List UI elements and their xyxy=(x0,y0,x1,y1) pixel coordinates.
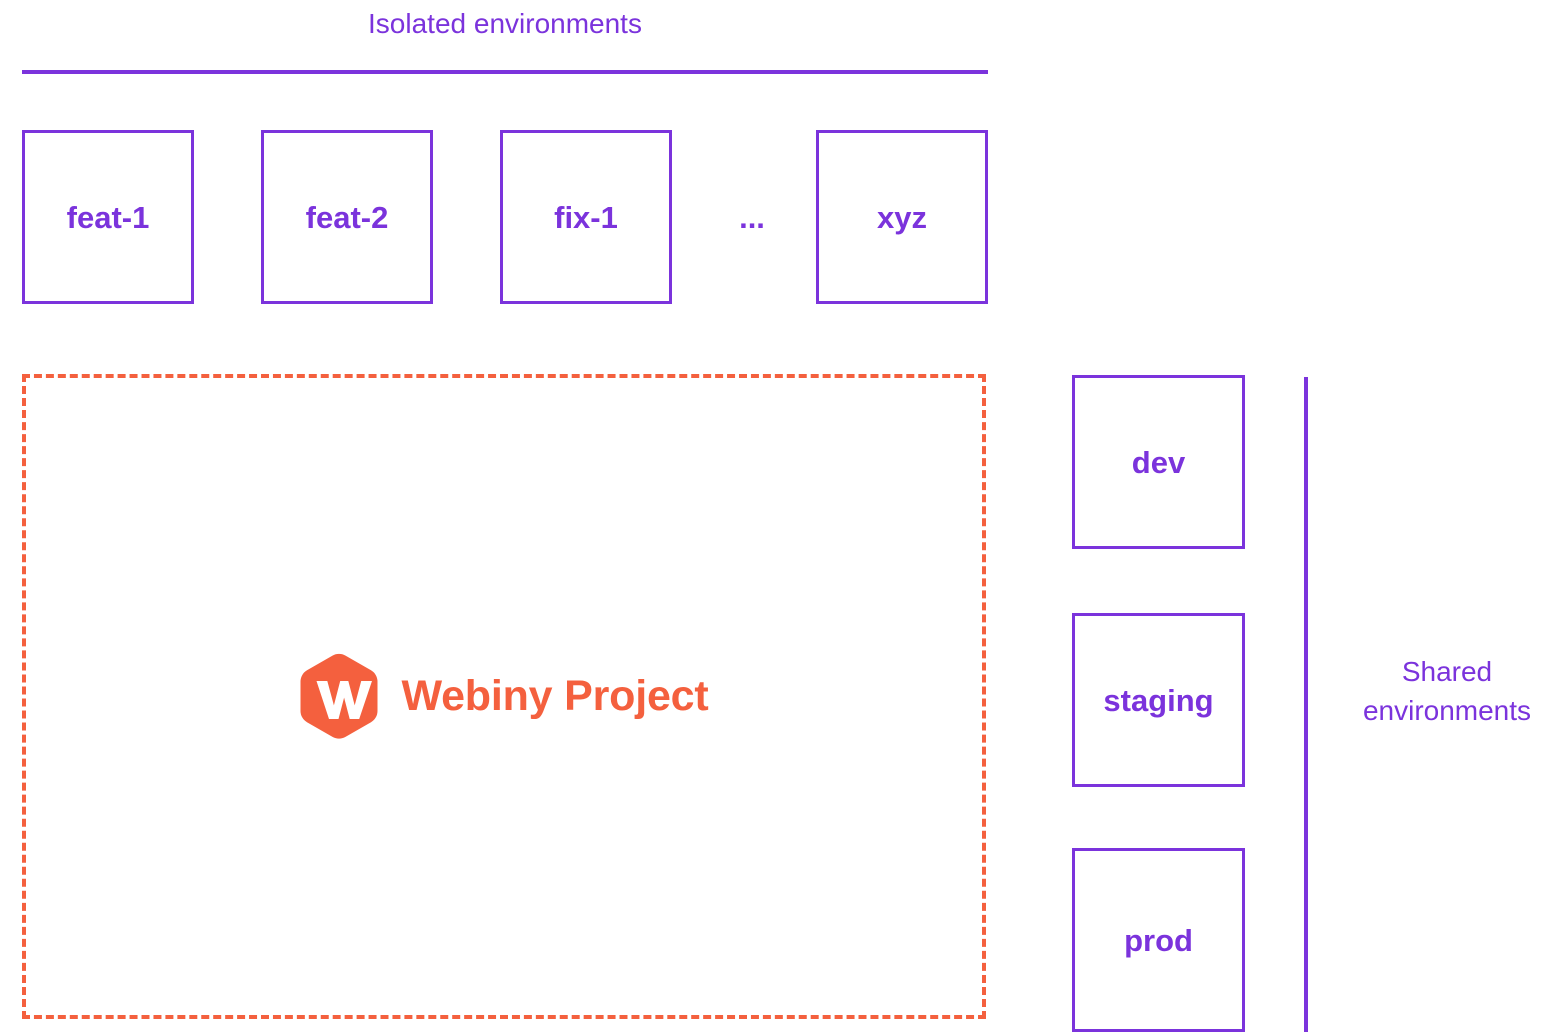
isolated-env-box-xyz: xyz xyxy=(816,130,988,304)
shared-caption-line-2: environments xyxy=(1362,695,1532,726)
shared-env-box-staging: staging xyxy=(1072,613,1245,787)
shared-environments-divider xyxy=(1304,377,1308,1032)
isolated-env-box-feat-1: feat-1 xyxy=(22,130,194,304)
shared-env-box-prod: prod xyxy=(1072,848,1245,1032)
webiny-project-name: Webiny Project xyxy=(401,672,709,720)
shared-environments-caption: Shared environments xyxy=(1330,652,1564,730)
webiny-project-region: Webiny Project xyxy=(22,374,986,1019)
webiny-logo-icon xyxy=(299,653,379,741)
isolated-env-label: xyz xyxy=(877,199,927,235)
shared-caption-line-1: Shared xyxy=(1401,656,1493,687)
isolated-env-ellipsis: ... xyxy=(739,199,765,235)
isolated-env-label: feat-1 xyxy=(66,199,150,235)
isolated-environments-divider xyxy=(22,70,988,74)
isolated-environments-title: Isolated environments xyxy=(368,8,642,39)
isolated-env-label: fix-1 xyxy=(554,199,618,235)
shared-env-label: staging xyxy=(1103,682,1214,718)
isolated-env-box-feat-2: feat-2 xyxy=(261,130,433,304)
shared-env-label: prod xyxy=(1124,922,1193,958)
webiny-project-brand: Webiny Project xyxy=(26,378,982,1015)
shared-env-label: dev xyxy=(1131,444,1186,480)
isolated-env-label: feat-2 xyxy=(305,199,389,235)
shared-env-box-dev: dev xyxy=(1072,375,1245,549)
isolated-env-box-fix-1: fix-1 xyxy=(500,130,672,304)
